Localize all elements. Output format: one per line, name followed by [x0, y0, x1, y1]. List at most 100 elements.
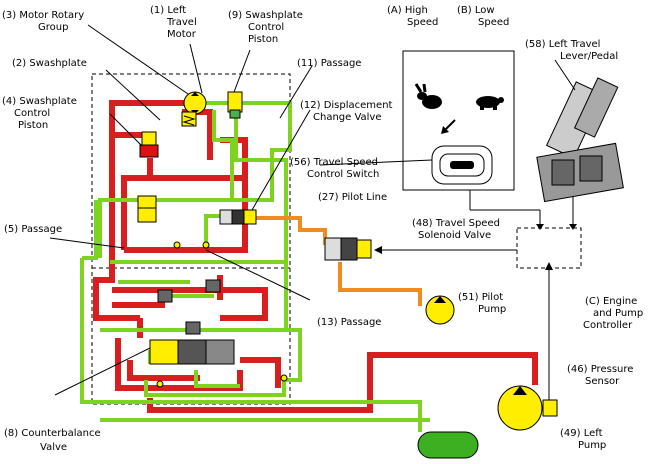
svg-text:Lever/Pedal: Lever/Pedal — [560, 51, 618, 62]
label-passage-13: (13) Passage — [317, 317, 381, 328]
svg-text:Controller: Controller — [583, 320, 633, 331]
label-pressure-sensor-1: (46) Pressure — [567, 364, 633, 375]
svg-text:(A) High: (A) High — [387, 5, 428, 16]
displacement-change-valve — [219, 209, 257, 225]
label-controller-2: and Pump — [593, 308, 643, 319]
label-counterbalance-2: Valve — [40, 442, 67, 453]
left-pump — [497, 385, 558, 431]
svg-text:Speed: Speed — [478, 17, 509, 28]
svg-text:(51) Pilot: (51) Pilot — [458, 292, 503, 303]
pedal-icon[interactable] — [536, 77, 624, 203]
label-left-pump-2: Pump — [578, 440, 606, 451]
svg-text:(8) Counterbalance: (8) Counterbalance — [4, 428, 101, 439]
svg-text:(4) Swashplate: (4) Swashplate — [2, 96, 77, 107]
label-pressure-sensor-2: Sensor — [585, 376, 620, 387]
label-pilot-pump-1: (51) Pilot — [458, 292, 503, 303]
swashplate-piston-9 — [227, 91, 243, 119]
svg-text:(11) Passage: (11) Passage — [297, 58, 361, 69]
svg-text:(48) Travel Speed: (48) Travel Speed — [412, 218, 500, 229]
pilot-pump — [425, 295, 455, 325]
label-motor-rotary-group-1: (3) Motor Rotary — [2, 10, 84, 21]
svg-text:(58) Left Travel: (58) Left Travel — [525, 39, 600, 50]
svg-text:(13) Passage: (13) Passage — [317, 317, 381, 328]
label-controller-1: (C) Engine — [585, 296, 637, 307]
label-low-speed-2: Speed — [478, 17, 509, 28]
svg-text:Travel: Travel — [166, 17, 197, 28]
svg-text:Group: Group — [38, 22, 68, 33]
svg-text:Piston: Piston — [18, 120, 48, 131]
check-valves — [156, 241, 288, 388]
label-piston-9-1: (9) Swashplate — [228, 10, 303, 21]
svg-text:Control Switch: Control Switch — [307, 169, 379, 180]
label-solenoid-valve-1: (48) Travel Speed — [412, 218, 500, 229]
svg-text:(27) Pilot Line: (27) Pilot Line — [318, 192, 387, 203]
label-left-travel-motor-3: Motor — [167, 29, 197, 40]
swashplate-piston-4 — [139, 131, 159, 158]
high-pressure-lines — [93, 100, 538, 413]
label-passage-5: (5) Passage — [4, 224, 62, 235]
label-left-travel-motor-1: (1) Left — [150, 5, 186, 16]
label-pilot-pump-2: Pump — [478, 304, 506, 315]
label-low-speed-1: (B) Low — [457, 5, 495, 16]
label-passage-11: (11) Passage — [297, 58, 361, 69]
label-left-travel-lever-1: (58) Left Travel — [525, 39, 600, 50]
svg-text:Speed: Speed — [407, 17, 438, 28]
svg-text:(3) Motor Rotary: (3) Motor Rotary — [2, 10, 84, 21]
label-speed-switch-1: (56) Travel Speed — [290, 157, 378, 168]
leader-lines — [49, 24, 576, 396]
signal-lines — [374, 188, 577, 400]
selector-arrow — [441, 119, 456, 134]
label-left-pump-1: (49) Left — [560, 428, 603, 439]
svg-text:Control: Control — [248, 22, 284, 33]
tank — [417, 431, 479, 459]
left-valve — [137, 195, 157, 223]
label-controller-3: Controller — [583, 320, 633, 331]
svg-text:Pump: Pump — [478, 304, 506, 315]
rocker-switch-icon[interactable] — [431, 145, 493, 185]
motor-rotary-group — [183, 91, 207, 115]
turtle-icon — [476, 96, 504, 110]
svg-text:Sensor: Sensor — [585, 376, 620, 387]
svg-text:(5) Passage: (5) Passage — [4, 224, 62, 235]
svg-text:(2) Swashplate: (2) Swashplate — [12, 58, 87, 69]
label-motor-rotary-group-2: Group — [38, 22, 68, 33]
pilot-lines — [256, 216, 422, 306]
svg-text:(1) Left: (1) Left — [150, 5, 186, 16]
svg-text:(C) Engine: (C) Engine — [585, 296, 637, 307]
svg-text:(9) Swashplate: (9) Swashplate — [228, 10, 303, 21]
label-swashplate: (2) Swashplate — [12, 58, 87, 69]
svg-text:Piston: Piston — [248, 34, 278, 45]
label-solenoid-valve-2: Solenoid Valve — [418, 230, 491, 241]
svg-text:and Pump: and Pump — [593, 308, 643, 319]
label-left-travel-motor-2: Travel — [166, 17, 197, 28]
svg-text:Change Valve: Change Valve — [313, 112, 382, 123]
svg-text:Motor: Motor — [167, 29, 197, 40]
switch-box — [402, 50, 515, 191]
counterbalance-valve — [149, 339, 235, 365]
label-displacement-valve-1: (12) Displacement — [300, 100, 393, 111]
label-pilot-line: (27) Pilot Line — [318, 192, 387, 203]
svg-text:(B) Low: (B) Low — [457, 5, 495, 16]
label-piston-4-2: Control — [14, 108, 50, 119]
label-piston-4-3: Piston — [18, 120, 48, 131]
svg-text:Control: Control — [14, 108, 50, 119]
callout-labels: (3) Motor Rotary Group (1) Left Travel M… — [2, 5, 643, 453]
label-high-speed-2: Speed — [407, 17, 438, 28]
svg-text:(56) Travel Speed: (56) Travel Speed — [290, 157, 378, 168]
svg-text:(46) Pressure: (46) Pressure — [567, 364, 633, 375]
label-piston-9-3: Piston — [248, 34, 278, 45]
label-counterbalance-1: (8) Counterbalance — [4, 428, 101, 439]
rabbit-icon — [414, 83, 442, 109]
svg-text:(12) Displacement: (12) Displacement — [300, 100, 393, 111]
label-left-travel-lever-2: Lever/Pedal — [560, 51, 618, 62]
label-high-speed-1: (A) High — [387, 5, 428, 16]
travel-speed-solenoid-valve — [324, 237, 372, 261]
label-piston-9-2: Control — [248, 22, 284, 33]
svg-text:Solenoid Valve: Solenoid Valve — [418, 230, 491, 241]
svg-text:(49) Left: (49) Left — [560, 428, 603, 439]
label-displacement-valve-2: Change Valve — [313, 112, 382, 123]
label-speed-switch-2: Control Switch — [307, 169, 379, 180]
label-piston-4-1: (4) Swashplate — [2, 96, 77, 107]
